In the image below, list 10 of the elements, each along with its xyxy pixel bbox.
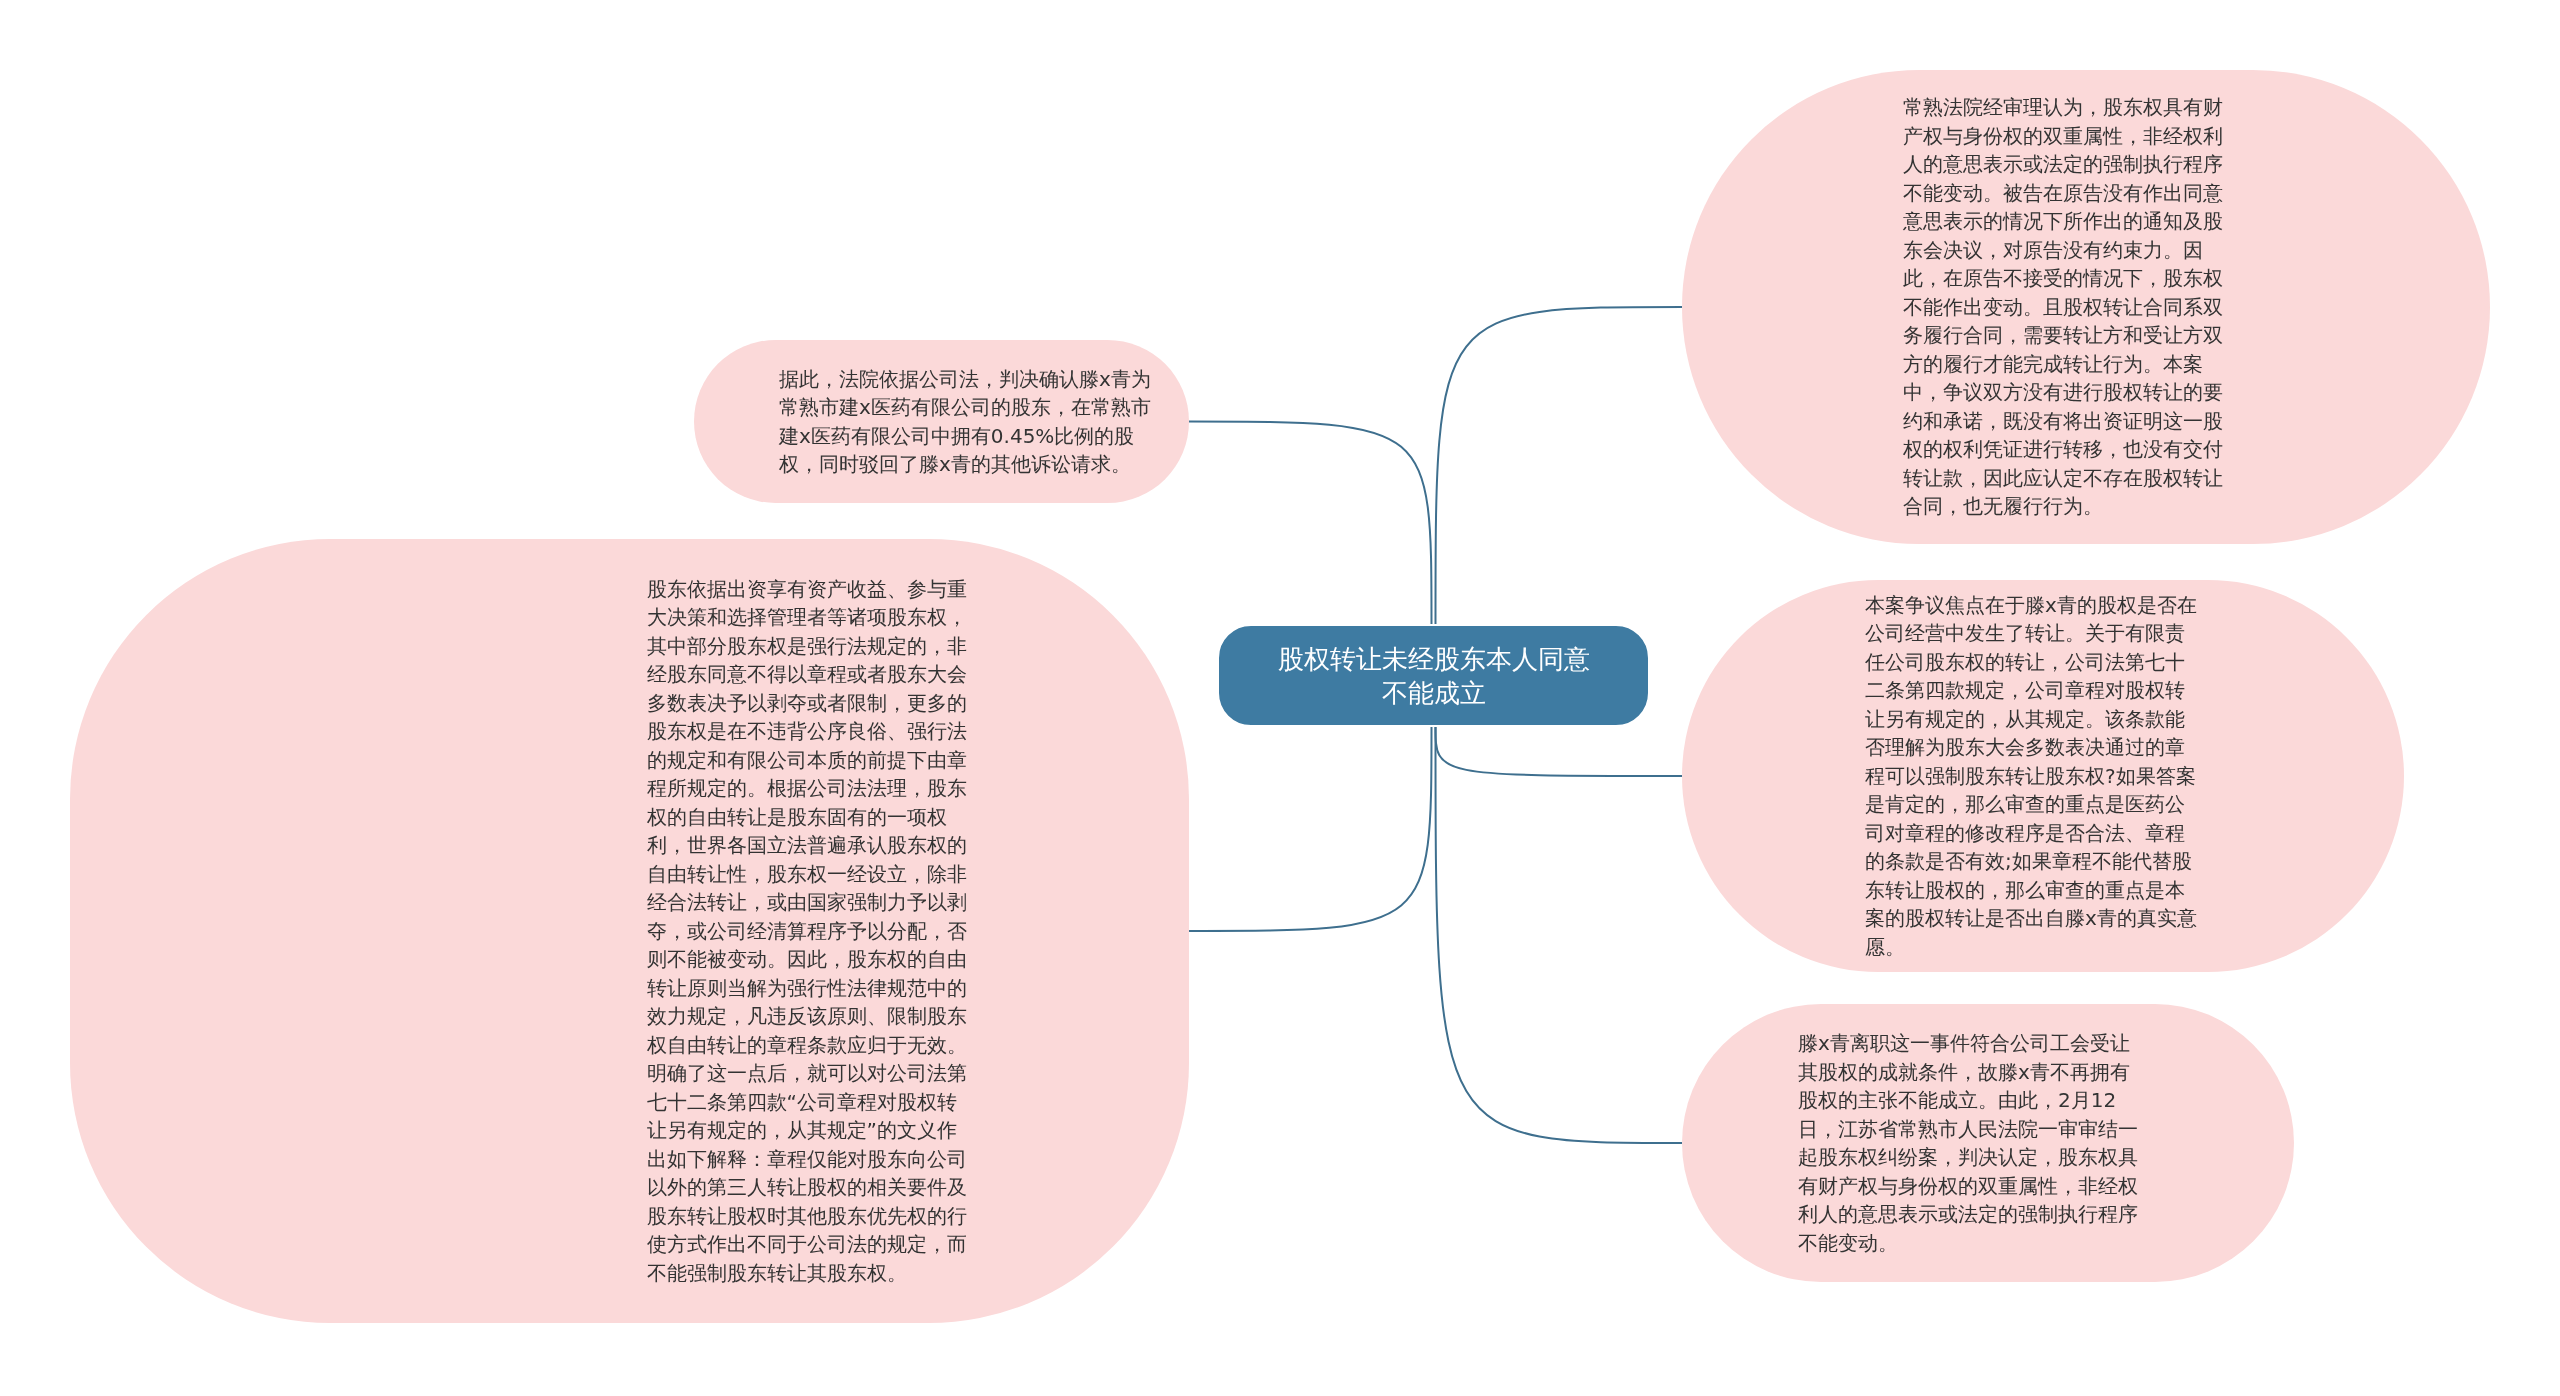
topic-text: 据此，法院依据公司法，判决确认滕x青为常熟市建x医药有限公司的股东，在常熟市建x医药有限公司中拥有0.45%比例的股权，同时驳回了滕x青的其他诉讼请求。 [779, 365, 1152, 478]
connector-line [1434, 306, 1683, 625]
topic-text: 常熟法院经审理认为，股东权具有财产权与身份权的双重属性，非经权利人的意思表示或法定的强制执行程序不能变动。被告在原告没有作出同意意思表示的情况下所作出的通知及股东会决议，对原告没有约束力。因此，在原告不接受的情况下，股东权不能作出变动。且股权转让合同系双务履行合同，需要转让方和受让方双方的履行才能完成转让行为。本案中，争议双方没有进行股权转让的要约和承诺，既没有将出资证明这一股权的权利凭证进行转移，也没有交付转让款，因此应认定不存在股权转让合同，也无履行行为。 [1903, 94, 2224, 521]
topic-title: 股权转让未经股东本人同意不能成立 [1276, 642, 1591, 710]
central-topic-node [1217, 624, 1650, 727]
topic-text: 股东依据出资享有资产收益、参与重大决策和选择管理者等诸项股东权，其中部分股东权是强行法规定的，非经股东同意不得以章程或者股东大会多数表决予以剥夺或者限制，更多的股东权是在不违背公序良俗、强行法的规定和有限公司本质的前提下由章程所规定的。根据公司法法理，股东权的自由转让是股东固有的一项权利，世界各国立法普遍承认股东权的自由转让性，股东权一经设立，除非经合法转让，或由国家强制力予以剥夺，或公司经清算程序予以分配，否则不能被变动。因此，股东权的自由转让原则当解为强行性法律规范中的效力规定，凡违反该原则、限制股东权自由转让的章程条款应归于无效。明确了这一点后，就可以对公司法第七十二条第四款“公司章程对股权转让另有规定的，从其规定”的文义作出如下解释：章程仅能对股东向公司以外的第三人转让股权的相关要件及股东转让股权时其他股东优先权的行使方式作出不同于公司法的规定，而不能强制股东转让其股东权。 [646, 575, 968, 1287]
topic-text: 滕x青离职这一事件符合公司工会受让其股权的成就条件，故滕x青不再拥有股权的主张不能成立。由此，2月12日，江苏省常熟市人民法院一审审结一起股东权纠纷案，判决认定，股东权具有财产权与身份权的双重属性，非经权利人的意思表示或法定的强制执行程序不能变动。 [1798, 1030, 2138, 1257]
connector-line [1188, 420, 1433, 625]
topic-text: 本案争议焦点在于滕x青的股权是否在公司经营中发生了转让。关于有限责任公司股东权的转让，公司法第七十二条第四款规定，公司章程对股权转让另有规定的，从其规定。该条款能否理解为股东大会多数表决通过的章程可以强制股东转让股东权?如果答案是肯定的，那么审查的重点是医药公司对章程的修改程序是否合法、章程的条款是否有效;如果章程不能代替股东转让股权的，那么审查的重点是本案的股权转让是否出自滕x青的真实意愿。 [1865, 591, 2198, 961]
connector-line [1188, 726, 1433, 932]
